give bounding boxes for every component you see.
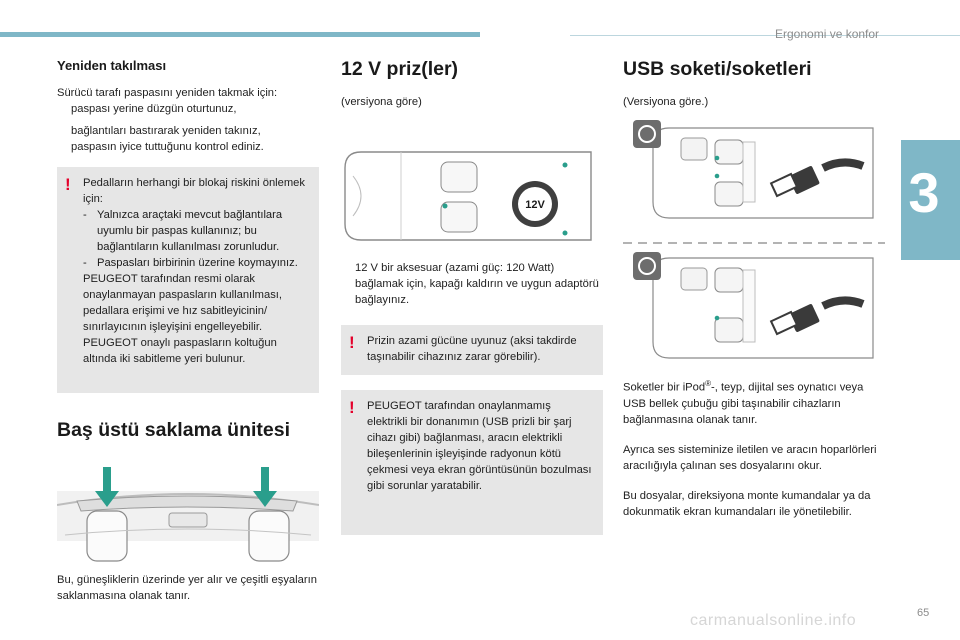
header-accent-bar	[0, 32, 480, 37]
overhead-storage-heading: Baş üstü saklama ünitesi	[57, 419, 291, 441]
location-marker	[714, 315, 720, 321]
column-left: Yeniden takılması Sürücü tarafı paspasın…	[57, 58, 319, 442]
usb-paragraph-3: Bu dosyalar, direksiyona monte kumandala…	[623, 489, 871, 518]
page-number: 65	[917, 607, 930, 619]
usb-paragraph-2: Ayrıca ses sisteminize iletilen ve aracı…	[623, 443, 877, 472]
location-marker	[442, 203, 448, 209]
column-right: USB soketi/soketleri (Versiyona göre.)	[623, 58, 885, 110]
location-marker	[714, 173, 720, 179]
usb-plug-icon	[769, 158, 865, 198]
column-middle-lower: 12 V bir aksesuar (azami güç: 120 Watt) …	[341, 260, 603, 535]
bullet-marker	[341, 260, 355, 308]
equipment-warning-text: PEUGEOT tarafından onaylanmamış elektrik…	[367, 400, 592, 492]
usb-heading: USB soketi/soketleri	[623, 58, 812, 80]
bullet-marker	[57, 101, 71, 117]
bullet-marker	[57, 139, 71, 155]
chapter-tab	[901, 140, 960, 260]
socket-12v-illustration: 12V	[344, 151, 592, 241]
vehicle-top-view-rear	[652, 257, 874, 359]
refit-intro: Sürücü tarafı paspasını yeniden takmak i…	[57, 87, 278, 99]
location-marker	[714, 155, 720, 161]
warning-intro: Pedalların herhangi bir blokaj riskini ö…	[83, 177, 306, 205]
arrow-down-icon	[95, 467, 119, 507]
location-marker	[562, 162, 568, 168]
warning-icon: !	[65, 175, 71, 194]
warning-icon: !	[349, 398, 355, 417]
location-marker	[562, 230, 568, 236]
warning-dash-1: -Yalnızca araçtaki mevcut bağlantılara u…	[83, 209, 283, 253]
steering-wheel-icon	[633, 252, 661, 280]
steering-wheel-icon	[633, 120, 661, 148]
overhead-storage-illustration	[57, 467, 319, 562]
warning-dash-2: -Paspasları birbirinin üzerine koymayını…	[83, 257, 298, 269]
overhead-storage-text: Bu, güneşliklerin üzerinde yer alır ve ç…	[57, 574, 317, 602]
socket-12v-icon	[512, 181, 558, 227]
chapter-number: 3	[908, 161, 940, 224]
refit-bullet-3: paspasın iyice tuttuğunu kontrol ediniz.	[57, 139, 319, 155]
socket-badge-label: 12V	[525, 199, 545, 211]
pedal-warning-box: ! Pedalların herhangi bir blokaj riskini…	[57, 167, 319, 393]
footer-watermark: carmanualsonline.info	[690, 612, 857, 629]
arrow-down-icon	[253, 467, 277, 507]
warning-rest: PEUGEOT tarafından resmi olarak onaylanm…	[83, 273, 282, 365]
usb-version: (Versiyona göre.)	[623, 96, 709, 108]
refit-heading: Yeniden takılması	[57, 58, 167, 73]
socket-12v-heading: 12 V priz(ler)	[341, 58, 459, 80]
socket-12v-version: (versiyona göre)	[341, 96, 422, 108]
socket-12v-bullet: 12 V bir aksesuar (azami güç: 120 Watt) …	[341, 260, 603, 308]
equipment-warning-box: ! PEUGEOT tarafından onaylanmamış elektr…	[341, 390, 603, 535]
socket-warning-box: ! Prizin azami gücüne uyunuz (aksi takdi…	[341, 325, 603, 375]
column-middle: 12 V priz(ler) (versiyona göre)	[341, 58, 603, 110]
socket-warning-text: Prizin azami gücüne uyunuz (aksi takdird…	[367, 335, 577, 363]
usb-paragraph-1: Soketler bir iPod®-, teyp, dijital ses o…	[623, 379, 864, 426]
header-rule	[570, 35, 960, 36]
column-right-lower: Soketler bir iPod®-, teyp, dijital ses o…	[623, 376, 885, 520]
section-title: Ergonomi ve konfor	[775, 27, 880, 41]
refit-bullet-2: bağlantıları bastırarak yeniden takınız,	[57, 123, 319, 139]
vehicle-top-view-front	[652, 127, 874, 219]
warning-icon: !	[349, 333, 355, 352]
bullet-marker	[57, 123, 71, 139]
refit-bullet-1: paspası yerine düzgün oturtunuz,	[57, 101, 319, 117]
usb-illustration	[623, 120, 885, 359]
usb-plug-icon	[769, 296, 865, 336]
